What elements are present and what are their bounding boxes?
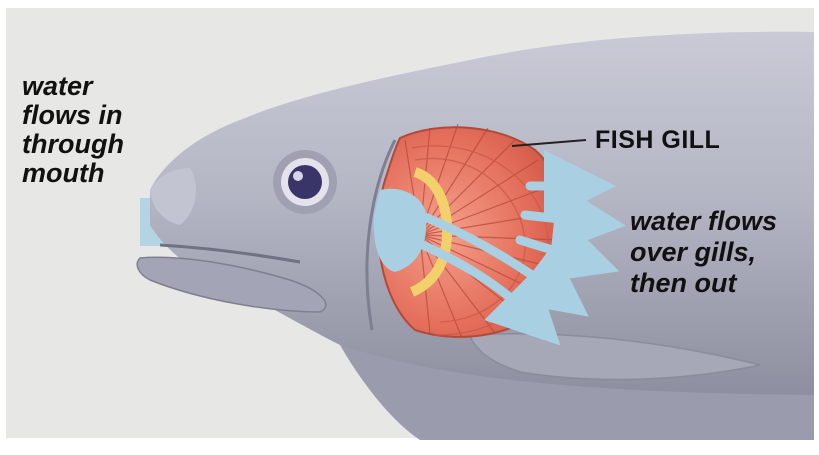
- water-in-label-line: flows in: [22, 101, 172, 130]
- water-in-label-line: mouth: [22, 159, 172, 188]
- water-out-label-line: over gills,: [630, 237, 819, 268]
- water-out-label-line: water flows: [630, 206, 819, 237]
- fish-gill-label: FISH GILL: [595, 126, 720, 155]
- water-in-label-line: through: [22, 130, 172, 159]
- water-in-label: water flows in through mouth: [22, 72, 172, 188]
- gill-illustration: [374, 124, 565, 338]
- water-out-label-line: then out: [630, 268, 819, 299]
- eye-icon: [273, 150, 337, 214]
- water-out-label: water flows over gills, then out: [630, 206, 819, 299]
- water-in-label-line: water: [22, 72, 172, 101]
